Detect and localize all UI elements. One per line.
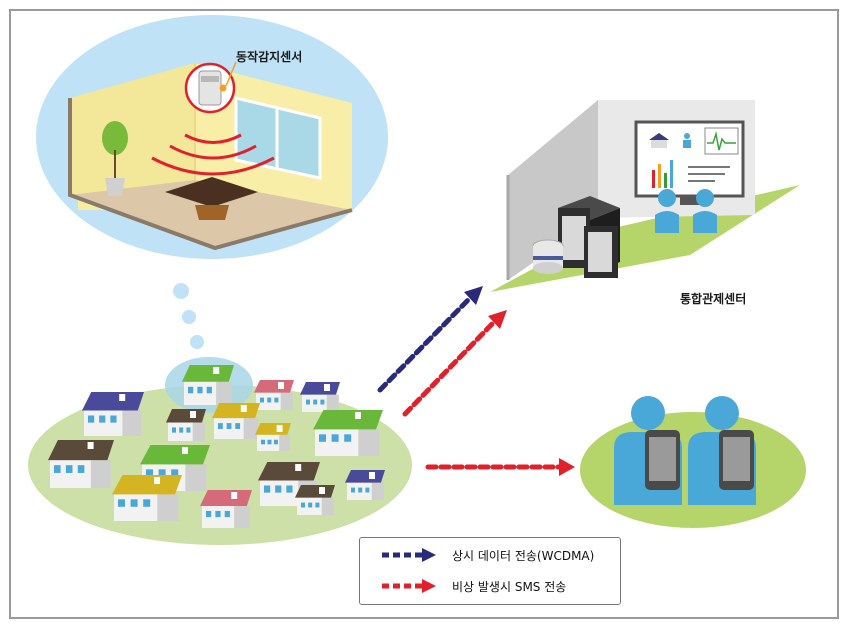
- server-rack-icon: [558, 196, 620, 278]
- house-icon: [212, 403, 260, 439]
- legend-data-arrow-icon: [382, 548, 436, 562]
- legend-data-label: 상시 데이터 전송(WCDMA): [452, 548, 595, 563]
- plant-icon: [102, 121, 128, 196]
- legend-sms-label: 비상 발생시 SMS 전송: [452, 579, 567, 594]
- motion-wave-icon: [151, 133, 275, 176]
- house-icon: [166, 409, 206, 441]
- sms-arrow-to-center-line: [402, 319, 497, 417]
- control-center-label: 통합관제센터: [680, 292, 747, 306]
- motion-sensor-icon: [184, 61, 237, 114]
- house-icon: [82, 392, 144, 436]
- database-icon: [532, 239, 564, 274]
- operator-icon: [655, 189, 717, 233]
- house-icon: [254, 380, 294, 410]
- house-icon: [345, 470, 385, 500]
- house-icon: [295, 485, 335, 515]
- sms-users-arrowhead: [559, 458, 575, 476]
- legend: 상시 데이터 전송(WCDMA) 비상 발생시 SMS 전송: [359, 537, 621, 605]
- sms-center-arrowhead: [488, 310, 507, 329]
- house-icon: [255, 423, 291, 451]
- house-icon: [112, 475, 182, 521]
- house-icon: [300, 382, 340, 412]
- sensor-label: 동작감지센서: [236, 50, 303, 64]
- monitor-icon: [634, 120, 745, 205]
- room-bubble: [36, 15, 388, 259]
- mobile-users: [580, 396, 806, 528]
- house-icon: [182, 365, 234, 405]
- data-arrowhead: [464, 286, 483, 305]
- house-icon: [313, 410, 383, 456]
- legend-item-data: 상시 데이터 전송(WCDMA): [380, 545, 594, 565]
- center-wall: [508, 100, 598, 280]
- thought-dots: [173, 283, 204, 349]
- house-icon: [200, 490, 252, 528]
- smartphone-icon: [645, 430, 754, 490]
- house-icon: [48, 440, 114, 488]
- table-icon: [165, 177, 258, 220]
- legend-sms-arrow-icon: [382, 579, 436, 593]
- legend-item-sms: 비상 발생시 SMS 전송: [380, 576, 566, 596]
- data-arrow-line: [377, 295, 473, 393]
- control-center: [490, 100, 800, 292]
